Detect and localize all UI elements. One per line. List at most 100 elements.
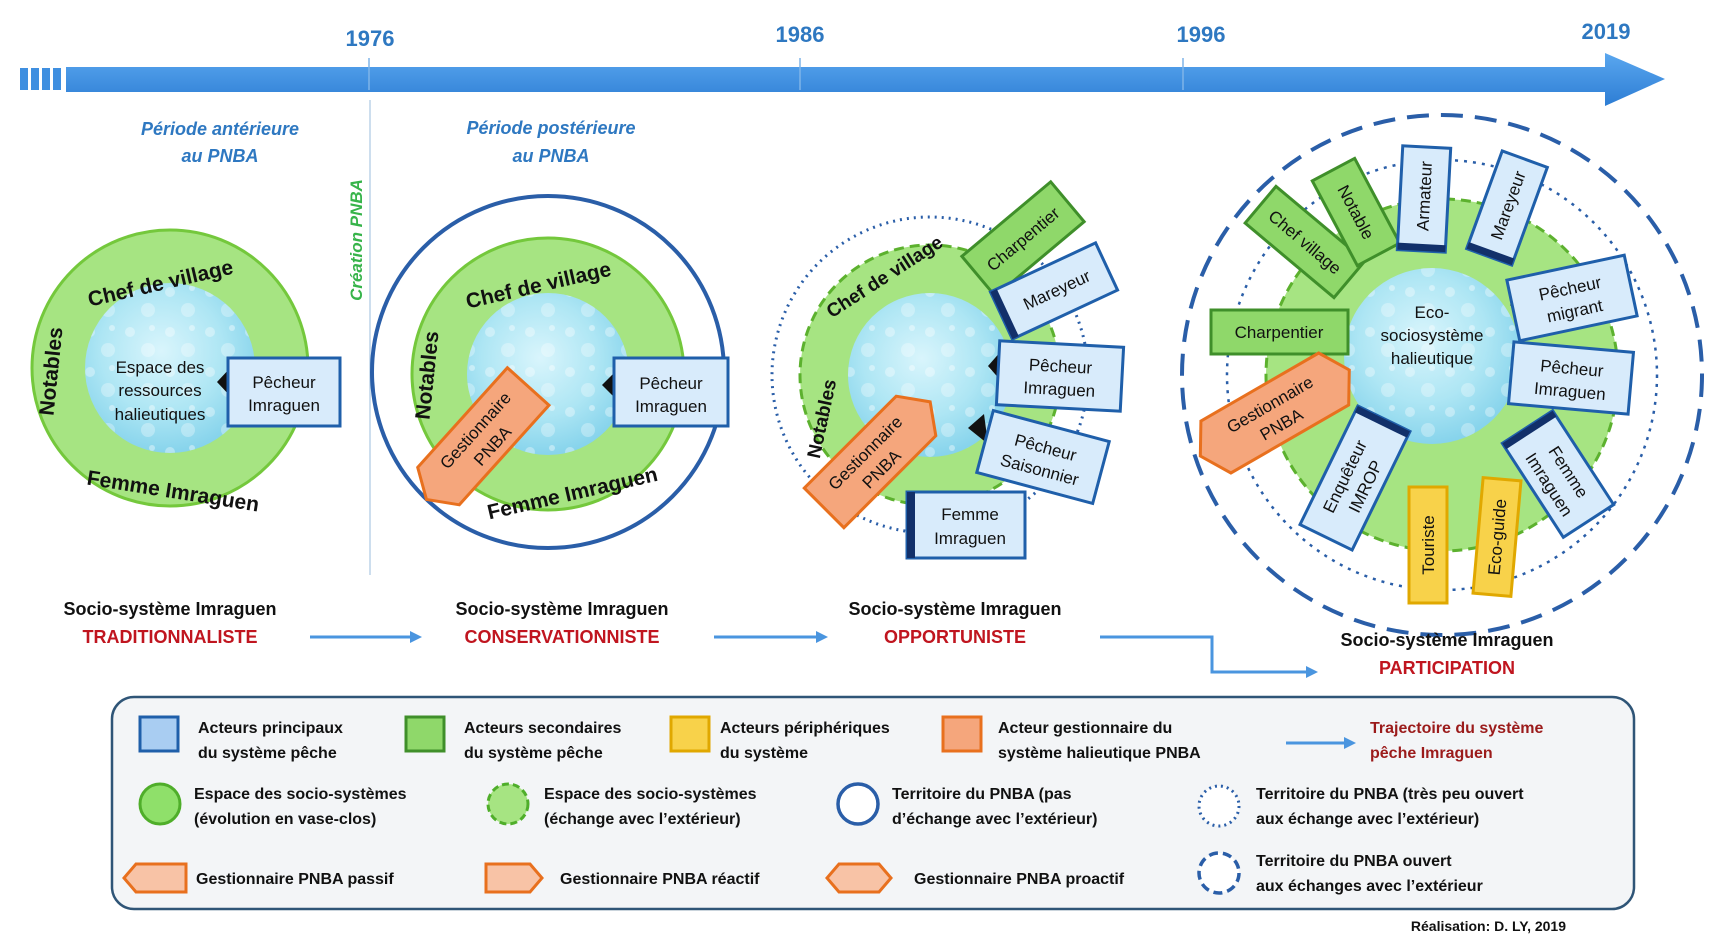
legend-reactive-label: Gestionnaire PNBA réactif: [560, 871, 760, 888]
femme-connector: [907, 492, 915, 558]
notable-rect: [1310, 156, 1402, 268]
diagram-participation: Eco- sociosystème halieutique Chef villa…: [1180, 113, 1704, 637]
legend-closed-space-1: Espace des socio-systèmes: [194, 786, 407, 803]
legend-exchange-space-2: (échange avec l’extérieur): [544, 811, 741, 828]
system-1-type: TRADITIONNALISTE: [83, 627, 258, 647]
femme-label-2: Imraguen: [934, 529, 1006, 548]
core-bubbles: [1344, 268, 1520, 444]
legend-exchange-space-1: Espace des socio-systèmes: [544, 786, 757, 803]
diagram-conservationniste: Chef de village Notables Femme Imraguen …: [370, 194, 730, 550]
diagram-traditionnaliste: Chef de village Notables Femme Imraguen …: [30, 228, 342, 517]
system-3-type: OPPORTUNISTE: [884, 627, 1026, 647]
credit-label: Réalisation: D. LY, 2019: [1411, 918, 1566, 934]
period-before-line1: Période antérieure: [141, 119, 299, 139]
legend-closed-space-2: (évolution en vase-clos): [194, 811, 376, 828]
enqueteur-connector: [1354, 405, 1410, 438]
system-1-title: Socio-système Imraguen: [63, 599, 276, 619]
legend-manager-swatch: [941, 715, 983, 753]
core-label-2: ressources: [118, 381, 201, 400]
touriste-rect: [1407, 485, 1449, 605]
legend-principal-1: Acteurs principaux: [198, 720, 343, 737]
pecheur-rect: [1506, 340, 1636, 416]
pecheur-label-2: Imraguen: [1023, 378, 1096, 401]
touriste-label: Touriste: [1419, 515, 1438, 575]
migrant-rect: [1505, 253, 1639, 343]
touriste-box: Touriste: [1407, 485, 1449, 605]
notable-box: Notable: [1310, 156, 1402, 268]
system-3-title: Socio-système Imraguen: [848, 599, 1061, 619]
legend-territory-closed-swatch: [836, 782, 880, 826]
system-2-title: Socio-système Imraguen: [455, 599, 668, 619]
core-label-1: Eco-: [1415, 303, 1450, 322]
legend-trajectory-2: pêche Imraguen: [1370, 745, 1493, 762]
legend-trajectory-1: Trajectoire du système: [1370, 720, 1544, 737]
armateur-label: Armateur: [1413, 160, 1436, 231]
legend-territory-open-1: Territoire du PNBA ouvert: [1256, 853, 1452, 870]
pecheur-rect: [994, 339, 1126, 413]
eco-guide-box: Eco-guide: [1471, 475, 1523, 599]
legend-manager-1: Acteur gestionnaire du: [998, 720, 1172, 737]
legend-secondary-1: Acteurs secondaires: [464, 720, 622, 737]
pecheur-label-2: Imraguen: [248, 396, 320, 415]
gestionnaire-pnba-proactif: Gestionnaire PNBA: [1198, 351, 1351, 475]
pecheur-imraguen-box: Pêcheur Imraguen: [994, 339, 1126, 413]
trajectory-arrowhead-1: [410, 631, 422, 643]
period-after-line2: au PNBA: [512, 146, 589, 166]
femme-label-1: Femme: [941, 505, 999, 524]
legend-secondary-2: du système pêche: [464, 745, 603, 762]
pecheur-label-1: Pêcheur: [252, 373, 316, 392]
legend-secondary-swatch: [404, 715, 446, 753]
pecheur-label-1: Pêcheur: [639, 374, 703, 393]
gestionnaire-box: [416, 365, 552, 507]
enqueteur-imrop-box: Enquêteur IMROP: [1297, 403, 1413, 553]
legend-peripheral-1: Acteurs périphériques: [720, 720, 890, 737]
legend-manager-2: système halieutique PNBA: [998, 745, 1201, 762]
pecheur-saisonnier-box: Pêcheur Saisonnier: [974, 408, 1112, 506]
timeline-dash: [42, 68, 50, 90]
connector-wedge: [968, 414, 988, 444]
legend-territory-closed-2: d’échange avec l’extérieur): [892, 811, 1097, 828]
legend-territory-slight-swatch: [1197, 784, 1241, 828]
legend-passive-label: Gestionnaire PNBA passif: [196, 871, 394, 888]
year-1996: 1996: [1177, 22, 1226, 47]
legend-territory-slight-2: aux échange avec l’extérieur): [1256, 811, 1479, 828]
timeline: 1976 1986 1996 2019 Création PNBA: [20, 19, 1665, 575]
legend-reactive-swatch: [484, 862, 544, 894]
timeline-arrow: [66, 53, 1665, 106]
year-1976: 1976: [346, 26, 395, 51]
charpentier-box: [1209, 308, 1350, 356]
mareyeur-connector: [990, 288, 1019, 340]
gestionnaire-pnba-passif: Gestionnaire PNBA: [416, 365, 552, 507]
core-bubbles: [85, 283, 255, 453]
diagram-opportuniste: Chef de village Notables Charpentier Mar…: [770, 179, 1126, 560]
core-label-3: halieutiques: [115, 405, 206, 424]
pecheur-label-2: Imraguen: [635, 397, 707, 416]
year-1986: 1986: [776, 22, 825, 47]
pecheur-imraguen-box: [612, 356, 730, 428]
gestionnaire-box: [1198, 351, 1351, 475]
core-label-3: halieutique: [1391, 349, 1473, 368]
legend-territory-open-2: aux échanges avec l’extérieur: [1256, 878, 1483, 895]
trajectory-arrow-3: [1100, 635, 1308, 674]
creation-label: Création PNBA: [347, 179, 366, 301]
mareyeur-rect: [988, 240, 1120, 342]
timeline-dash: [20, 68, 28, 90]
system-2-type: CONSERVATIONNISTE: [464, 627, 659, 647]
legend-passive-swatch: [122, 862, 188, 894]
armateur-connector: [1397, 242, 1446, 253]
charpentier-rect: [959, 179, 1087, 299]
legend-peripheral-swatch: [669, 715, 711, 753]
trajectory-arrowhead-2: [816, 631, 828, 643]
timeline-dash: [31, 68, 39, 90]
legend-principal-2: du système pêche: [198, 745, 337, 762]
legend-principal-swatch: [138, 715, 180, 753]
charpentier-label: Charpentier: [1235, 323, 1324, 342]
system-4-title: Socio-système Imraguen: [1340, 630, 1553, 650]
saisonnier-rect: [974, 408, 1112, 506]
trajectory-arrowhead-3: [1306, 666, 1318, 678]
legend-closed-space-swatch: [138, 782, 182, 826]
pecheur-migrant-box: Pêcheur migrant: [1505, 253, 1639, 343]
core-label-1: Espace des: [116, 358, 205, 377]
chef-village-rect: [1243, 184, 1367, 300]
